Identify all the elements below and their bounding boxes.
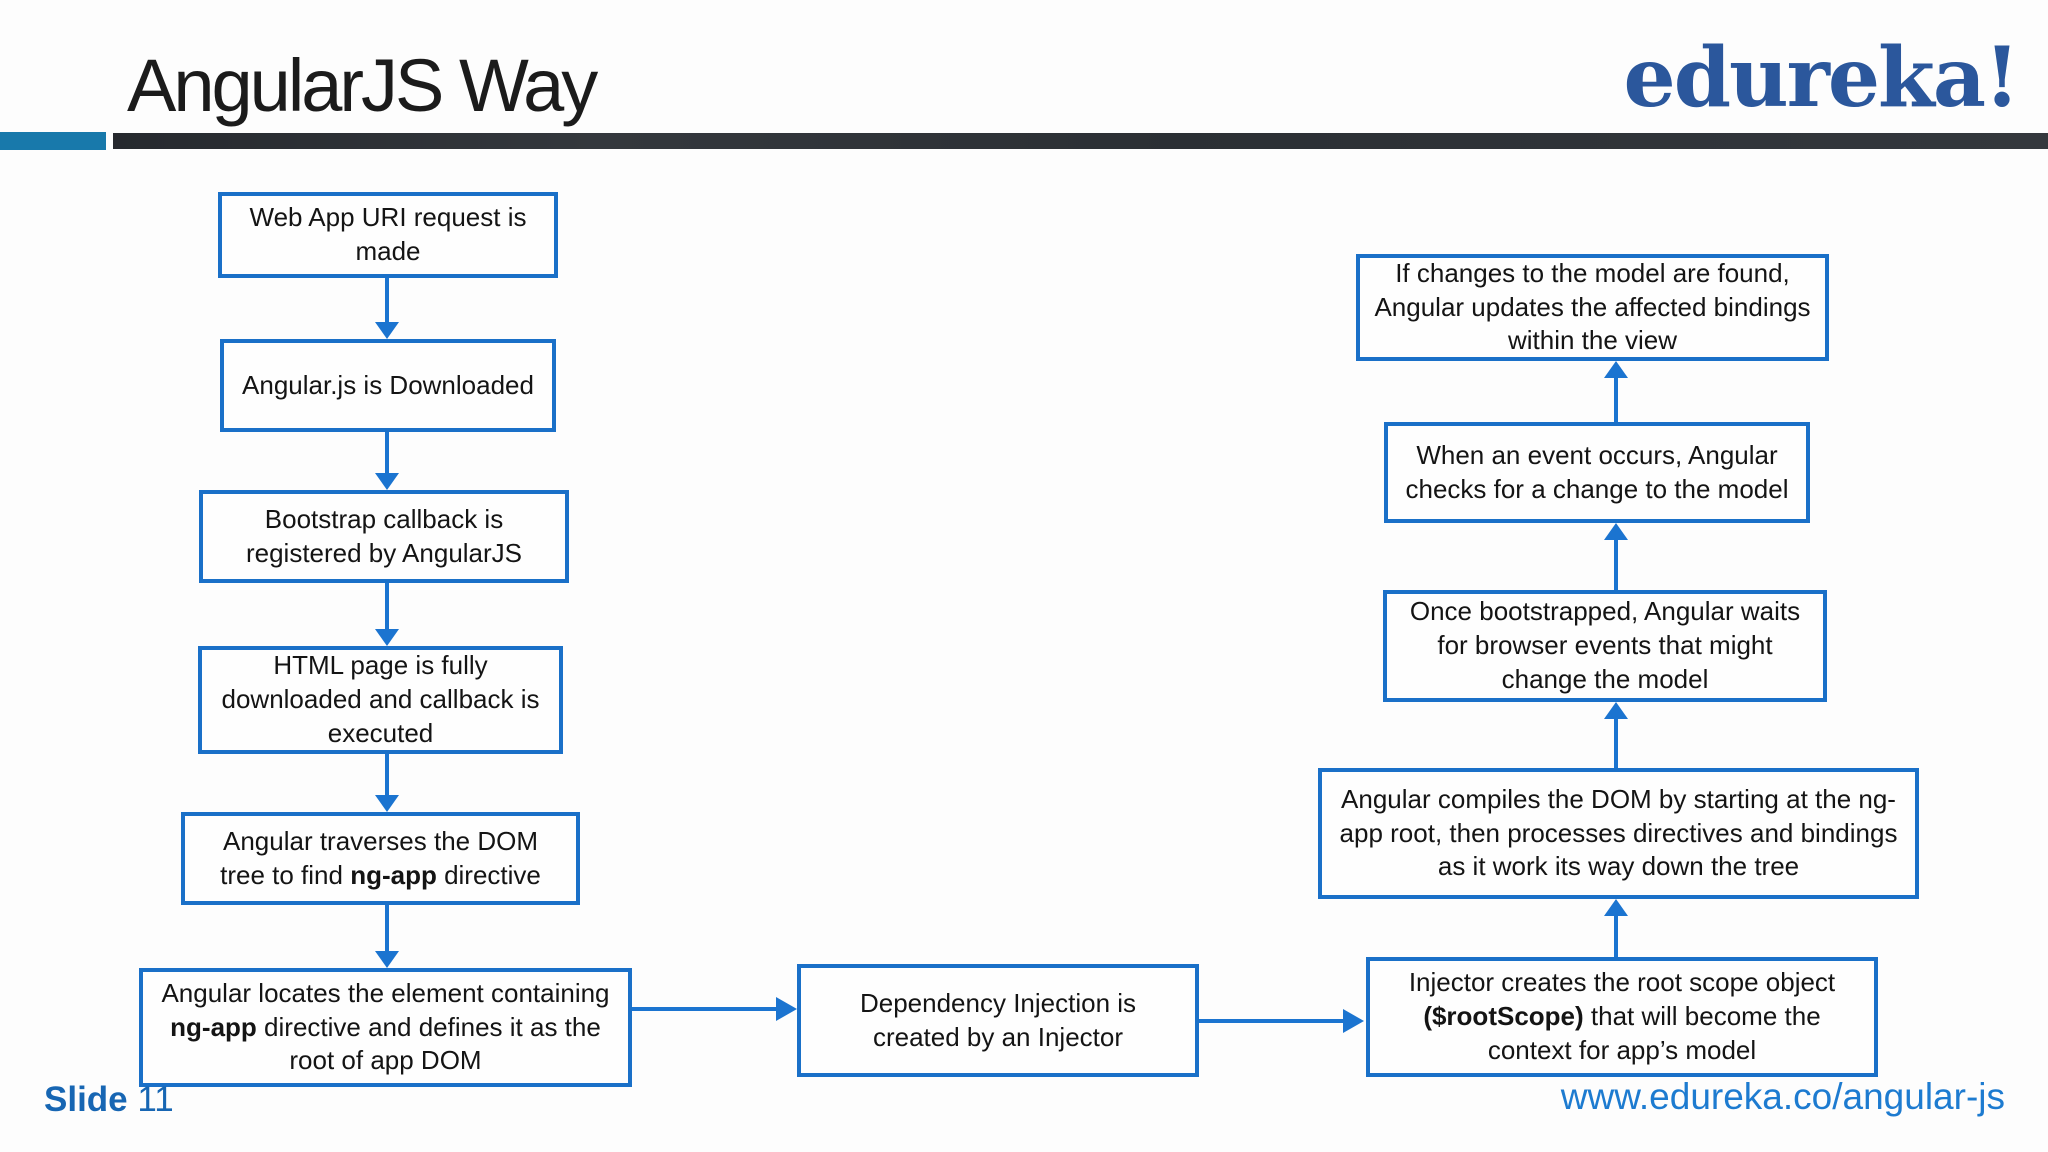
flow-box-compiles-dom: Angular compiles the DOM by starting at … [1318, 768, 1919, 899]
flow-box-text: Once bootstrapped, Angular waits for bro… [1409, 596, 1801, 694]
edureka-logo: edureka! [1623, 30, 2020, 126]
flow-box-web-app-uri-request: Web App URI request is made [218, 192, 558, 278]
flow-box-traverses-dom: Angular traverses the DOM tree to find n… [181, 812, 580, 905]
flow-box-text: Web App URI request is made [249, 202, 527, 266]
flow-box-text: Angular.js is Downloaded [242, 369, 534, 400]
slide-number-value: 11 [137, 1080, 174, 1119]
slide-number-label: Slide [44, 1080, 128, 1119]
flow-box-text: Angular locates the element containing n… [161, 977, 610, 1076]
accent-bar [0, 132, 106, 150]
flow-box-bootstrap-callback: Bootstrap callback is registered by Angu… [199, 490, 569, 583]
flow-box-text: Angular traverses the DOM tree to find n… [220, 825, 541, 890]
slide-number: Slide 11 [44, 1080, 174, 1120]
flow-box-dependency-injection: Dependency Injection is created by an In… [797, 964, 1199, 1077]
page-title: AngularJS Way [127, 44, 598, 127]
flow-box-text: Dependency Injection is created by an In… [859, 987, 1137, 1052]
flow-box-waits-browser-events: Once bootstrapped, Angular waits for bro… [1383, 590, 1827, 702]
flow-box-text: Angular compiles the DOM by starting at … [1339, 783, 1898, 882]
flow-box-text: Injector creates the root scope object (… [1408, 967, 1836, 1065]
footer-url: www.edureka.co/angular-js [1560, 1076, 2005, 1117]
flow-box-html-downloaded: HTML page is fully downloaded and callba… [198, 646, 563, 754]
flow-box-text: When an event occurs, Angular checks for… [1405, 439, 1789, 504]
flow-box-locates-element: Angular locates the element containing n… [139, 968, 632, 1087]
flow-box-updates-bindings: If changes to the model are found, Angul… [1356, 254, 1829, 361]
header-divider-bar [113, 133, 2048, 149]
flow-box-text: HTML page is fully downloaded and callba… [221, 650, 540, 748]
flow-box-injector-rootscope: Injector creates the root scope object (… [1366, 957, 1878, 1077]
flow-box-text: Bootstrap callback is registered by Angu… [245, 503, 523, 568]
flow-box-angularjs-downloaded: Angular.js is Downloaded [220, 339, 556, 432]
flow-box-text: If changes to the model are found, Angul… [1374, 257, 1811, 356]
flow-box-event-occurs: When an event occurs, Angular checks for… [1384, 422, 1810, 523]
